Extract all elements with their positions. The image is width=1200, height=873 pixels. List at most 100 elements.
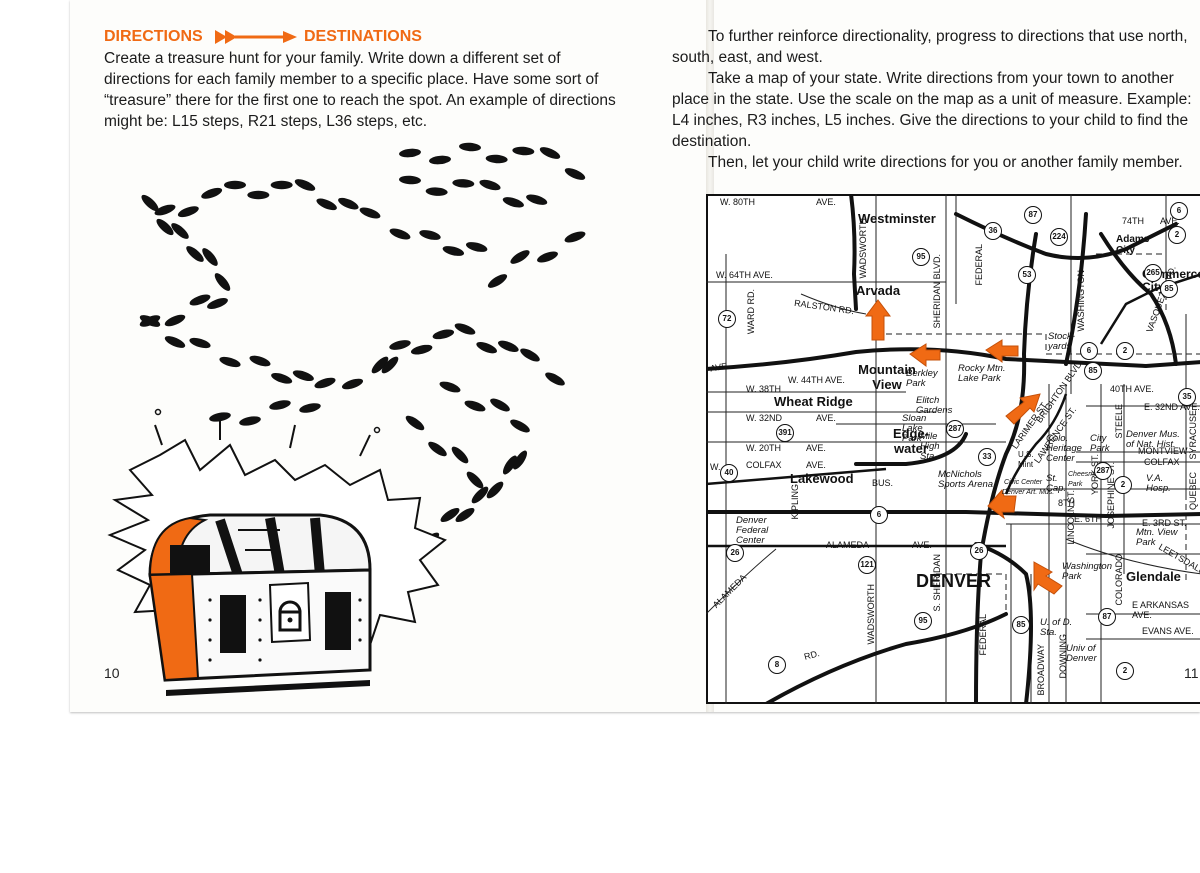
footprint — [564, 168, 586, 180]
footprint — [201, 187, 223, 199]
place-cheesman-park: Cheesman Park — [1068, 471, 1102, 488]
street-s-sheridan: S. SHERIDAN — [932, 554, 942, 612]
street-montview: MONTVIEW — [1138, 446, 1188, 456]
footprint — [537, 251, 558, 263]
place-colo-heritage-center: Colo. Heritage Center — [1046, 433, 1082, 464]
place-va-hospital: V.A. Hosp. — [1146, 473, 1171, 494]
footprint — [545, 372, 565, 386]
footprint — [271, 373, 293, 384]
route-shield-85-south: 85 — [1012, 616, 1030, 634]
street-e6th: E. 6TH — [1074, 514, 1103, 524]
footprint — [486, 481, 504, 499]
instruction-text: To further reinforce directionality, pro… — [672, 26, 1200, 173]
city-denver: DENVER — [916, 571, 992, 591]
route-shield-2-center: 2 — [1116, 342, 1134, 360]
street-wadsworth-south: WADSWORTH — [866, 584, 876, 645]
footprint — [389, 228, 411, 240]
footprint — [156, 218, 174, 236]
footprint — [189, 337, 211, 349]
street-arkansas: E ARKANSAS AVE. — [1132, 600, 1190, 620]
section-heading: DIRECTIONS DESTINATIONS — [104, 26, 624, 48]
city-glendale: Glendale — [1126, 569, 1181, 584]
street-alameda: ALAMEDA — [826, 540, 870, 550]
place-stockyards: Stock-yards — [1048, 331, 1075, 352]
street-wadsworth: WADSWORTH — [858, 218, 868, 279]
right-page: To further reinforce directionality, pro… — [644, 0, 1200, 712]
footprint — [338, 197, 359, 210]
arrow-icon — [215, 30, 297, 44]
footprint — [399, 175, 421, 185]
page-number-left: 10 — [104, 665, 120, 681]
route-shield-72: 72 — [718, 310, 736, 328]
heading-destinations: DESTINATIONS — [304, 28, 422, 45]
footprint — [359, 207, 381, 219]
street-40th: 40TH AVE. — [1110, 384, 1154, 394]
street-lincoln: LINCOLN ST. — [1066, 490, 1076, 545]
footprint — [186, 246, 204, 262]
footprint — [371, 356, 389, 374]
route-shield-87-south: 87 — [1098, 608, 1116, 626]
paragraph-child-writes: Then, let your child write directions fo… — [708, 154, 1183, 171]
footprint — [171, 223, 189, 239]
footprints-icon — [139, 142, 586, 553]
street-colfax-east: COLFAX — [1144, 457, 1180, 467]
street-steele: STEELE — [1114, 404, 1124, 439]
street-w32nd: W. 32ND — [746, 413, 783, 423]
footprint — [249, 355, 271, 367]
footprint — [452, 179, 475, 188]
street-ave-colfax: AVE. — [806, 460, 826, 470]
footprint — [520, 348, 540, 362]
footprint — [512, 146, 535, 156]
street-evans: EVANS AVE. — [1142, 626, 1194, 636]
route-shield-2-south: 2 — [1116, 662, 1134, 680]
street-federal: FEDERAL — [974, 244, 984, 286]
route-shield-26-west: 26 — [726, 544, 744, 562]
city-arvada: Arvada — [856, 283, 901, 298]
street-w20th: W. 20TH — [746, 443, 782, 453]
footprint — [464, 400, 486, 412]
route-shield-40: 40 — [720, 464, 738, 482]
footprint — [465, 242, 488, 252]
footprint — [410, 344, 433, 355]
place-denver-museum: Denver Mus. of Nat. Hist. — [1126, 429, 1180, 450]
footprint — [314, 377, 336, 389]
route-shield-85-center: 85 — [1084, 362, 1102, 380]
street-e3rd: E. 3RD ST. — [1142, 518, 1187, 528]
footprint — [466, 471, 484, 489]
city-adams-city: Adams City — [1116, 234, 1150, 256]
place-denver-federal-center: Denver Federal Center — [736, 515, 769, 546]
route-shield-8: 8 — [768, 656, 786, 674]
place-civic-center: Civic Center — [1004, 479, 1043, 486]
route-shield-95-south: 95 — [914, 612, 932, 630]
street-bus: BUS. — [872, 478, 894, 488]
route-shield-95-north: 95 — [912, 248, 930, 266]
footprint — [432, 329, 455, 340]
route-shield-2-east: 2 — [1114, 476, 1132, 494]
place-univ-of-denver: Univ of Denver — [1066, 643, 1097, 664]
footprint — [219, 356, 241, 368]
paragraph-directionality: To further reinforce directionality, pro… — [672, 28, 1188, 66]
route-shield-6-north: 6 — [1170, 202, 1188, 220]
footprint — [269, 400, 291, 410]
footprint — [564, 231, 586, 243]
page-number-right: 11 — [1184, 665, 1199, 681]
footprint — [164, 336, 186, 348]
place-berkley-park: Berkley Park — [906, 368, 938, 389]
route-markers — [865, 299, 1063, 595]
route-shield-391: 391 — [776, 424, 794, 442]
place-sloan-lake-park: Sloan Lake Park — [902, 413, 927, 444]
place-elitch-gardens: Elitch Gardens — [916, 395, 953, 416]
footprint — [247, 190, 270, 200]
place-denver-art-museum: Denver Art. Mus. — [1002, 489, 1055, 496]
footprint — [487, 274, 508, 288]
street-washington: WASHINGTON — [1076, 270, 1086, 332]
footprint — [419, 230, 441, 240]
footprint — [389, 340, 411, 350]
footprint — [498, 340, 519, 352]
footprint — [451, 446, 469, 464]
footprint — [526, 194, 548, 205]
footprint — [299, 403, 321, 413]
footprint — [294, 179, 316, 191]
route-shield-26-east: 26 — [970, 542, 988, 560]
street-colfax-west: COLFAX — [746, 460, 782, 470]
